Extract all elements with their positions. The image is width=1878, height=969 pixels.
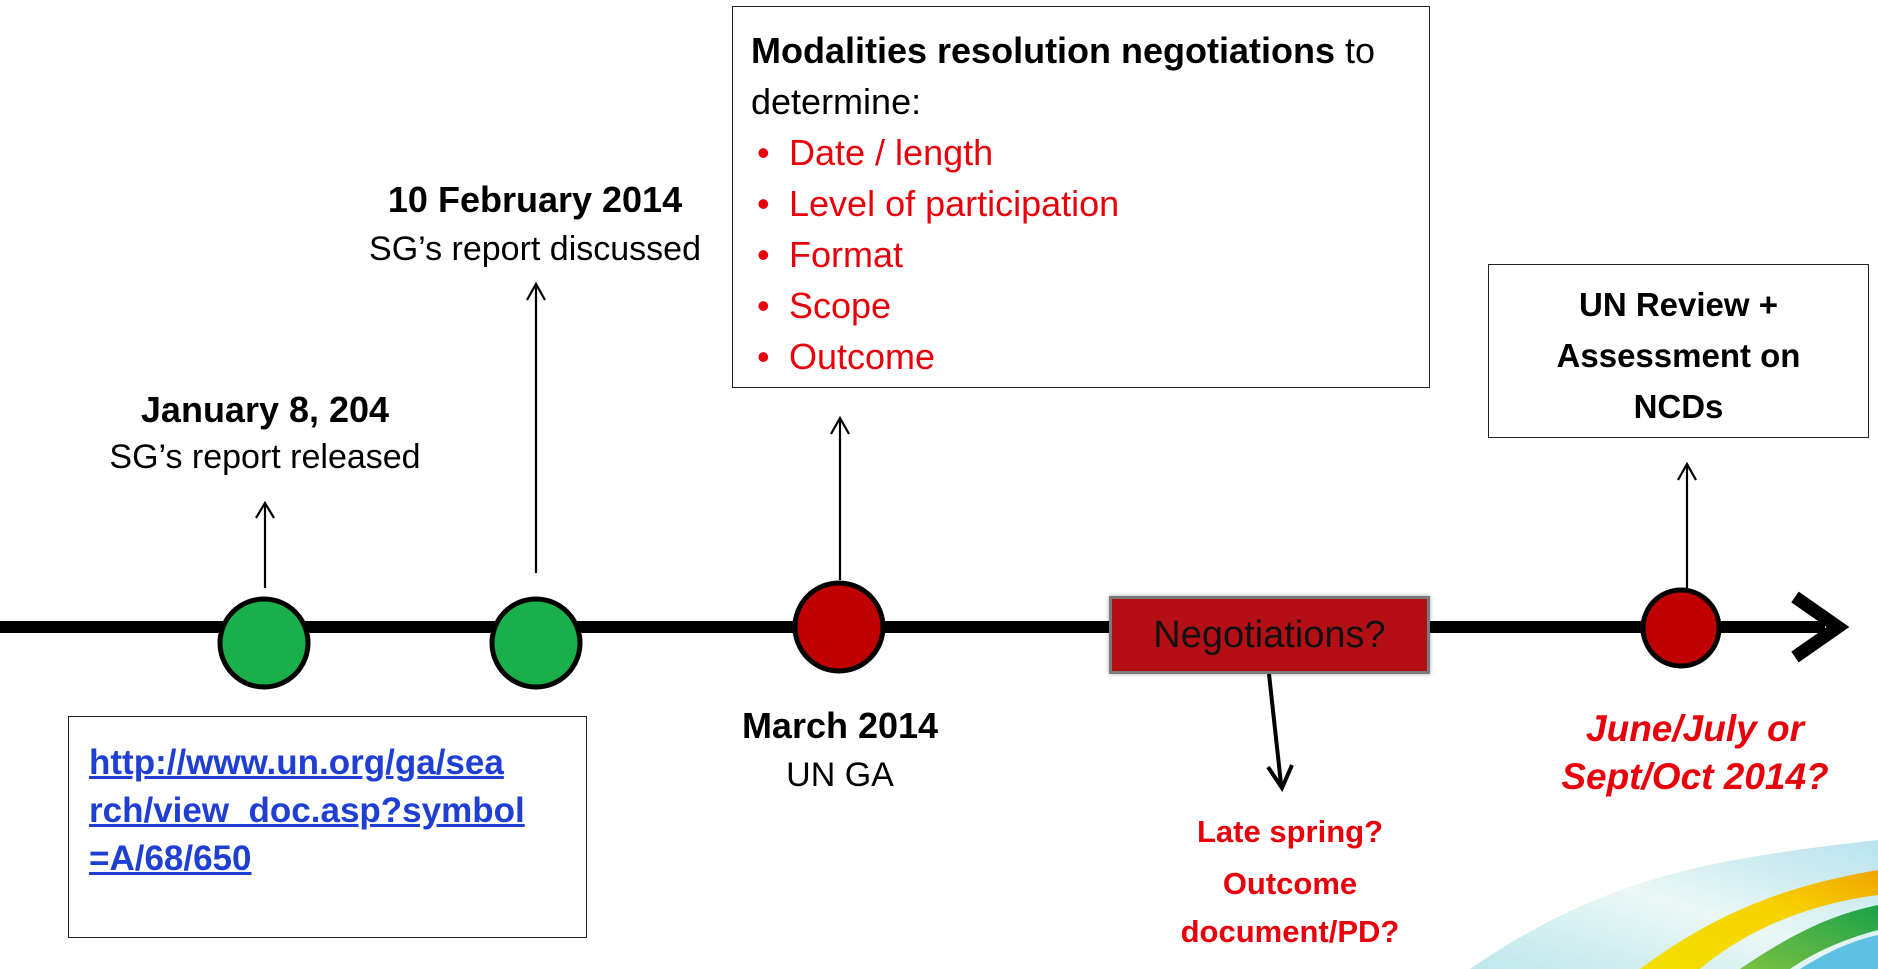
review-line1: UN Review + [1579,286,1778,323]
negotiations-arrowhead-icon [1266,764,1294,793]
event-march-label: March 2014 UN GA [660,704,1020,796]
review-box: UN Review + Assessment on NCDs [1488,264,1869,438]
review-line3: NCDs [1633,388,1724,425]
modalities-title: Modalities resolution negotiations [751,30,1336,71]
marker-feb [489,596,583,690]
list-item: Outcome [751,331,1375,382]
negotiations-box: Negotiations? [1109,596,1430,674]
event-feb-label: 10 February 2014 SG’s report discussed [305,178,765,270]
negotiations-note-late-spring: Late spring? [1196,814,1383,849]
event-feb-date: 10 February 2014 [387,179,683,220]
modalities-box: Modalities resolution negotiations to de… [732,6,1430,388]
marker-march [792,580,886,674]
list-item: Level of participation [751,178,1375,229]
event-jan-date: January 8, 204 [140,389,390,430]
report-link-line3[interactable]: =A/68/650 [89,839,252,878]
timeline-arrowhead-icon [1791,591,1850,663]
modalities-subtitle: determine: [751,81,922,122]
negotiations-down-arrow [1267,673,1283,785]
event-march-date: March 2014 [741,705,939,746]
event-june-date-line2: Sept/Oct 2014? [1561,756,1829,797]
connector-arrows [255,281,1697,588]
negotiations-notes: Late spring? Outcome document/PD? [1100,808,1480,956]
report-link-line1[interactable]: http://www.un.org/ga/sea [89,743,504,782]
list-item: Scope [751,280,1375,331]
negotiations-note-outcome-line2: document/PD? [1180,914,1400,949]
negotiations-note-outcome-line1: Outcome [1222,866,1358,901]
event-june-date-line1: June/July or [1586,708,1804,749]
event-feb-desc: SG’s report discussed [369,230,701,268]
modalities-title-rest: to [1335,30,1376,71]
review-line2: Assessment on [1556,337,1801,374]
list-item: Format [751,229,1375,280]
list-item: Date / length [751,127,1375,178]
marker-jan [217,596,311,690]
marker-june [1640,587,1722,669]
decorative-swoosh [1470,840,1878,969]
event-jan-label: January 8, 204 SG’s report released [60,388,470,478]
link-box: http://www.un.org/ga/sea rch/view_doc.as… [68,716,587,938]
report-link-line2[interactable]: rch/view_doc.asp?symbol [89,791,525,830]
event-jan-desc: SG’s report released [109,438,421,476]
modalities-bullet-list: Date / length Level of participation For… [751,127,1375,382]
event-june-label: June/July or Sept/Oct 2014? [1520,705,1870,801]
event-march-desc: UN GA [786,756,894,794]
